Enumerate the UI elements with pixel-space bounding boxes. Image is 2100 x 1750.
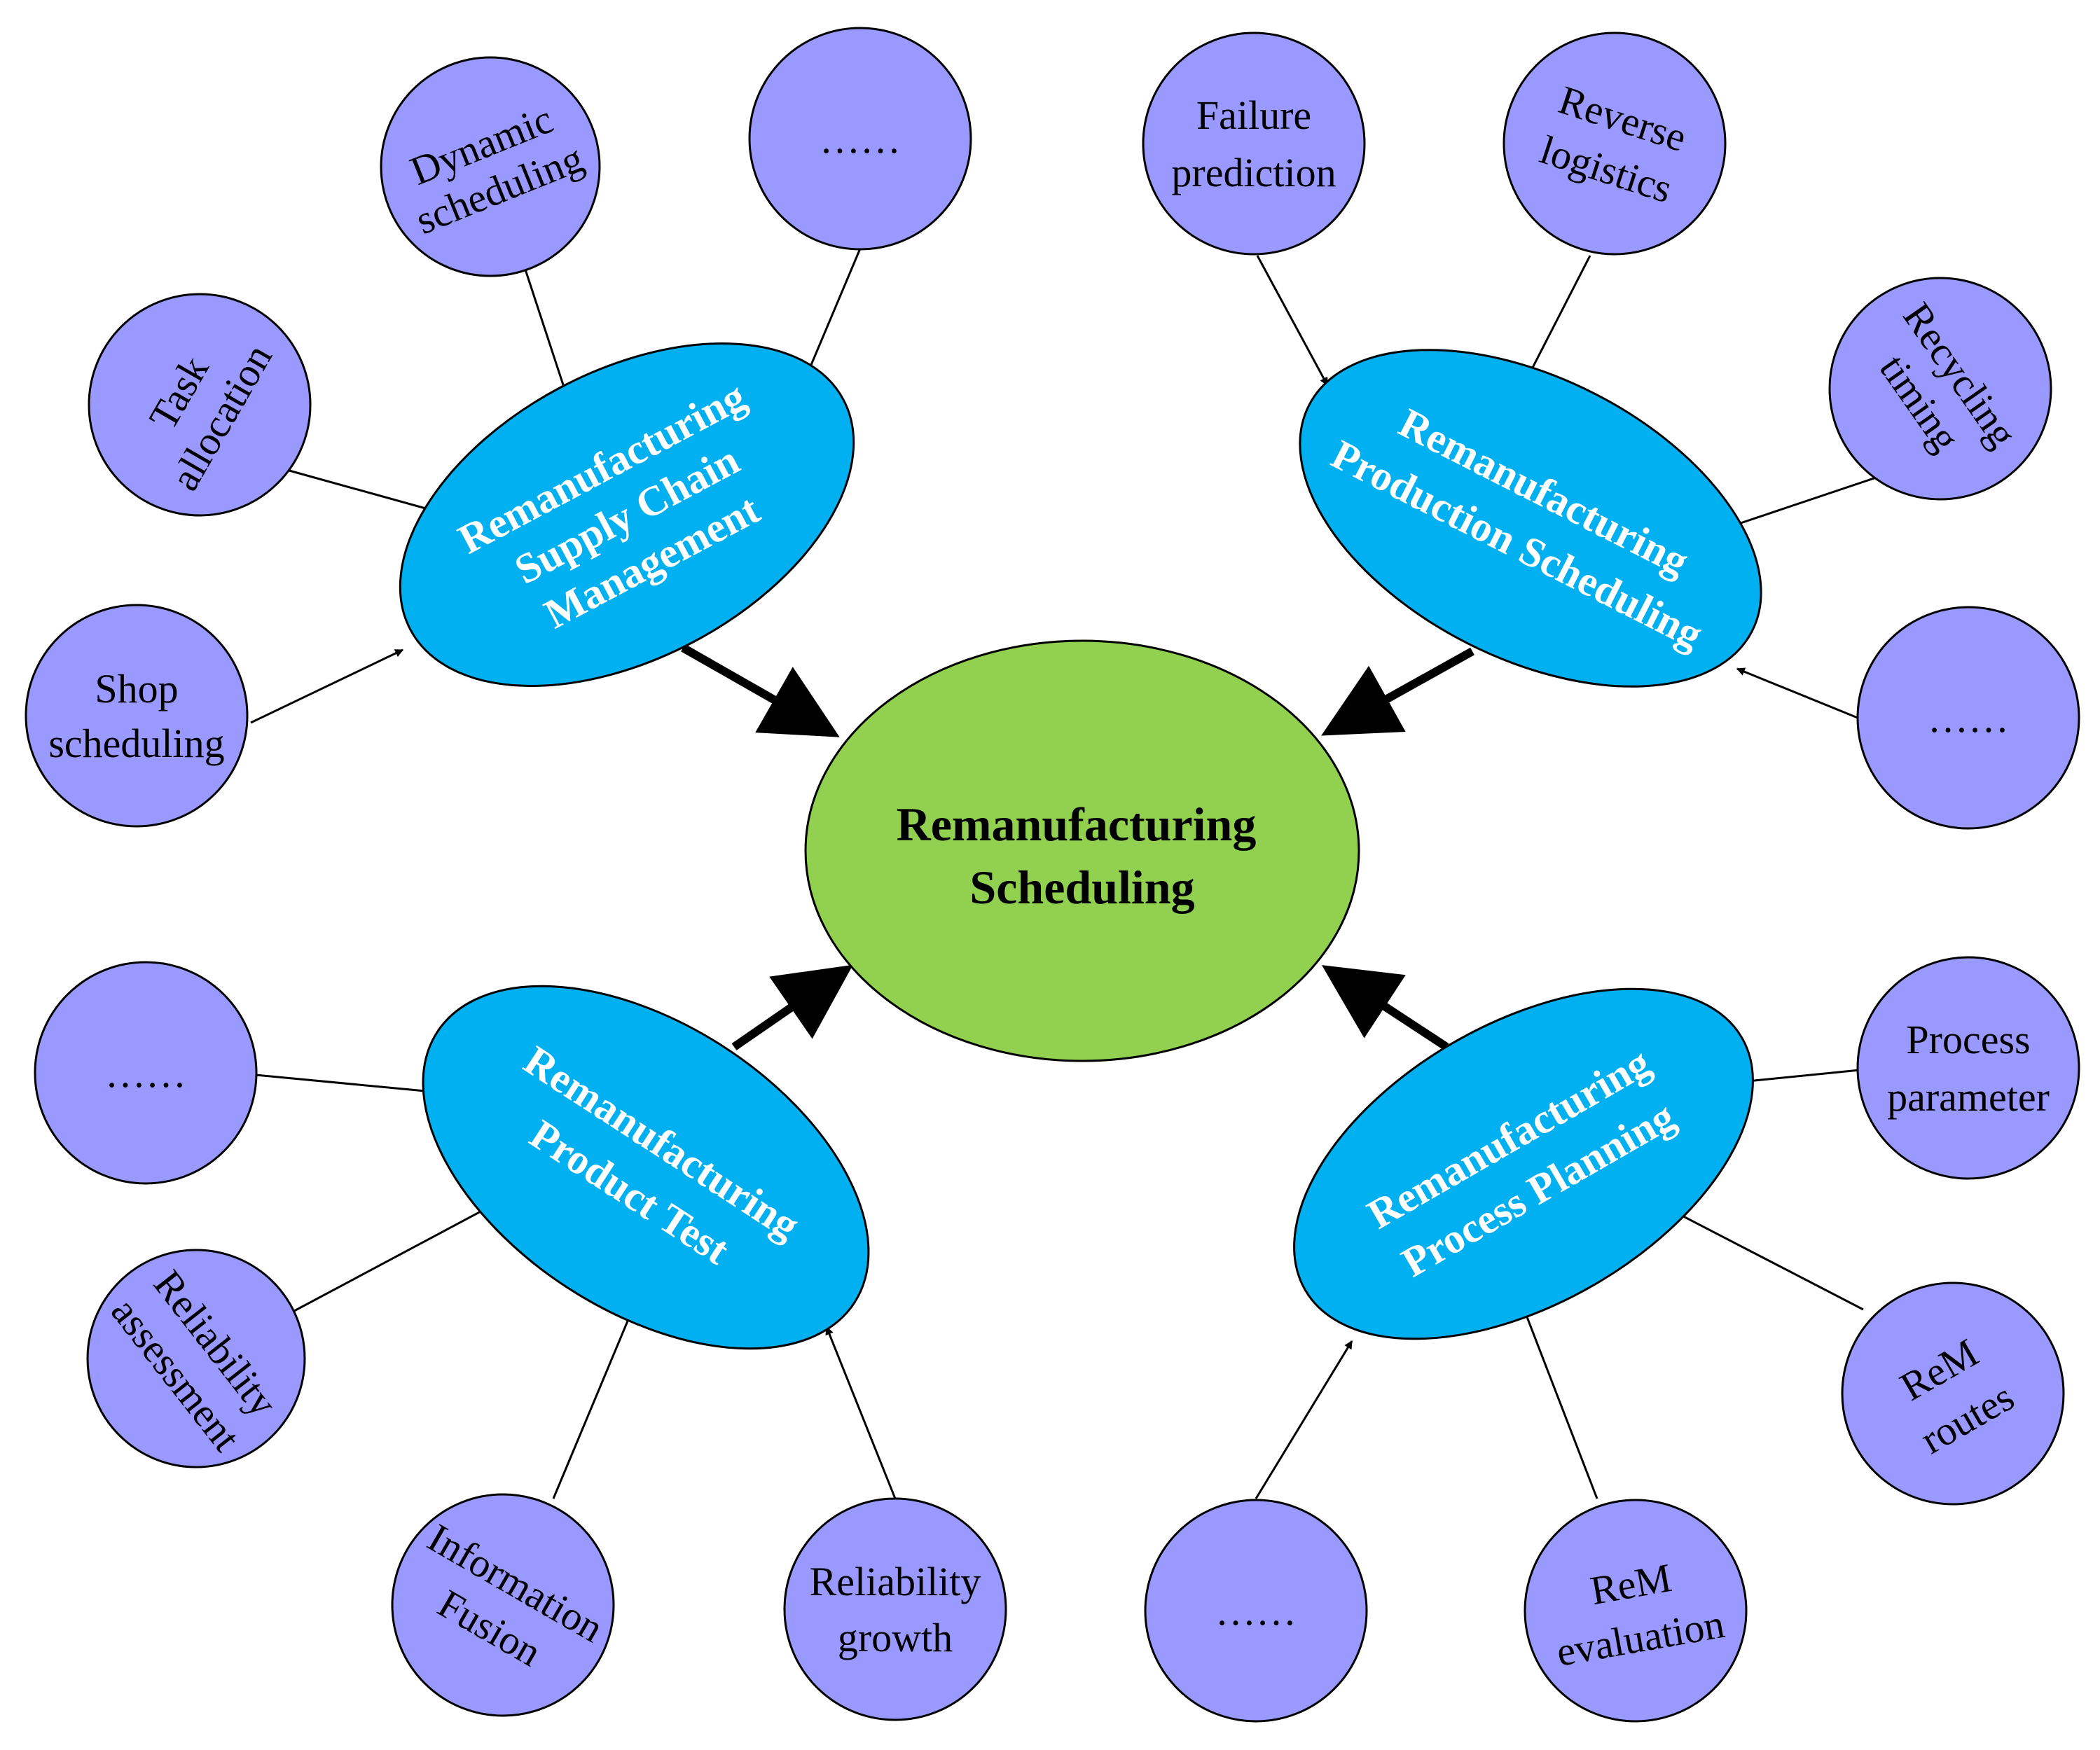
category-process-planning-ellipse bbox=[1293, 987, 1754, 1340]
factor-process-parameter: Process parameter bbox=[1856, 956, 2080, 1180]
factor-failure-prediction-circle bbox=[1142, 32, 1366, 256]
arrow-parameter-to-process bbox=[1739, 1069, 1860, 1085]
arrow-evaluation-to-process bbox=[1520, 1301, 1598, 1499]
factor-recycling-timing: Recyclingtiming bbox=[1828, 277, 2052, 501]
factor-information-fusion: InformationFusion bbox=[391, 1493, 615, 1717]
arrow-supply-to-center bbox=[681, 644, 840, 737]
factor-failure-prediction-label-line-1: Failure bbox=[1196, 92, 1311, 138]
arrow-more-to-process bbox=[1255, 1340, 1353, 1499]
factor-reliability-assessment: Reliabilityassessment bbox=[86, 1249, 306, 1468]
category-supply-chain: RemanufacturingSupply ChainManagement bbox=[399, 342, 855, 687]
factor-more-supply-label-line-1: …… bbox=[820, 116, 901, 162]
arrow-failure-to-production bbox=[1256, 255, 1329, 387]
factor-rem-routes: ReMroutes bbox=[1841, 1282, 2065, 1506]
factor-dynamic-scheduling-circle bbox=[380, 56, 601, 277]
factor-task-allocation-circle bbox=[88, 293, 312, 517]
arrow-task-to-supply bbox=[289, 469, 437, 513]
factor-more-test-circle bbox=[34, 961, 258, 1185]
center-label-line-1: Remanufacturing bbox=[897, 798, 1257, 851]
factor-shop-scheduling-label-line-1: Shop bbox=[95, 666, 178, 711]
arrow-information-to-test bbox=[552, 1305, 635, 1499]
factor-more-process: …… bbox=[1144, 1499, 1368, 1723]
arrow-test-to-center bbox=[731, 964, 853, 1050]
arrow-routes-to-process bbox=[1666, 1207, 1864, 1311]
arrow-reliability-growth-to-test bbox=[825, 1326, 897, 1499]
category-production-ellipse bbox=[1299, 349, 1762, 688]
factor-more-supply-label: …… bbox=[820, 116, 901, 162]
factor-reliability-assessment-circle bbox=[86, 1249, 306, 1468]
factor-shop-scheduling: Shop scheduling bbox=[25, 604, 249, 828]
factor-more-test: …… bbox=[34, 961, 258, 1185]
category-product-test-ellipse bbox=[422, 985, 870, 1350]
center-label-line-2: Scheduling bbox=[969, 861, 1194, 914]
arrow-reliability-assessment-to-test bbox=[283, 1197, 506, 1318]
factor-shop-scheduling-circle bbox=[25, 604, 249, 828]
factor-dynamic-scheduling: Dynamicscheduling bbox=[380, 56, 601, 277]
factor-reliability-growth-label-line-1: Reliability bbox=[810, 1559, 981, 1604]
category-production: RemanufacturingProduction Scheduling bbox=[1299, 349, 1762, 688]
factor-reverse-logistics-circle bbox=[1503, 32, 1727, 256]
factor-rem-routes-circle bbox=[1841, 1282, 2065, 1506]
arrow-process-to-center bbox=[1321, 965, 1449, 1051]
factor-more-production: …… bbox=[1856, 606, 2080, 830]
arrow-more-to-test bbox=[255, 1074, 441, 1096]
center-node: Remanufacturing Scheduling bbox=[804, 639, 1360, 1062]
factor-reverse-logistics: Reverselogistics bbox=[1503, 32, 1727, 256]
factor-process-parameter-label-line-2: parameter bbox=[1887, 1074, 2050, 1120]
factor-more-production-circle bbox=[1856, 606, 2080, 830]
factor-more-production-label-line-1: …… bbox=[1928, 695, 2009, 741]
factor-reliability-growth-circle bbox=[783, 1497, 1007, 1721]
factor-reliability-growth-label-line-2: growth bbox=[838, 1615, 953, 1660]
arrow-recycling-to-production bbox=[1729, 473, 1885, 529]
arrow-production-to-center bbox=[1321, 647, 1474, 736]
factor-more-production-label: …… bbox=[1928, 695, 2009, 741]
factor-process-parameter-label: Process parameter bbox=[1887, 1017, 2050, 1120]
factor-recycling-timing-circle bbox=[1828, 277, 2052, 501]
factor-rem-evaluation-circle bbox=[1524, 1499, 1748, 1723]
factor-failure-prediction-label-line-2: prediction bbox=[1171, 150, 1336, 195]
arrow-more-to-production bbox=[1736, 667, 1858, 719]
factor-more-test-label: …… bbox=[105, 1050, 186, 1096]
category-process-planning: RemanufacturingProcess Planning bbox=[1293, 987, 1754, 1340]
center-ellipse bbox=[804, 639, 1360, 1062]
factor-arrows bbox=[250, 248, 1885, 1499]
factor-more-process-circle bbox=[1144, 1499, 1368, 1723]
center-label: Remanufacturing Scheduling bbox=[897, 798, 1269, 914]
factor-more-supply-circle bbox=[748, 27, 972, 251]
factor-reliability-growth-label: Reliability growth bbox=[810, 1559, 981, 1660]
arrow-more-to-supply bbox=[804, 248, 862, 380]
category-product-test: RemanufacturingProduct Test bbox=[422, 985, 870, 1350]
factor-more-supply: …… bbox=[748, 27, 972, 251]
factor-failure-prediction: Failure prediction bbox=[1142, 32, 1366, 256]
factor-more-process-label: …… bbox=[1215, 1588, 1297, 1634]
factor-more-process-label-line-1: …… bbox=[1215, 1588, 1297, 1634]
factor-process-parameter-circle bbox=[1856, 956, 2080, 1180]
category-arrows bbox=[681, 644, 1474, 1051]
factor-shop-scheduling-label: Shop scheduling bbox=[48, 666, 224, 766]
factor-rem-evaluation: ReMevaluation bbox=[1524, 1499, 1748, 1723]
factor-more-test-label-line-1: …… bbox=[105, 1050, 186, 1096]
factor-process-parameter-label-line-1: Process bbox=[1906, 1017, 2030, 1062]
factor-information-fusion-circle bbox=[391, 1493, 615, 1717]
factor-shop-scheduling-label-line-2: scheduling bbox=[48, 721, 224, 766]
factor-task-allocation: Taskallocation bbox=[88, 293, 312, 517]
factor-failure-prediction-label: Failure prediction bbox=[1171, 92, 1336, 195]
factor-reliability-growth: Reliability growth bbox=[783, 1497, 1007, 1721]
arrow-shop-to-supply bbox=[250, 648, 404, 724]
category-supply-chain-ellipse bbox=[399, 342, 855, 687]
